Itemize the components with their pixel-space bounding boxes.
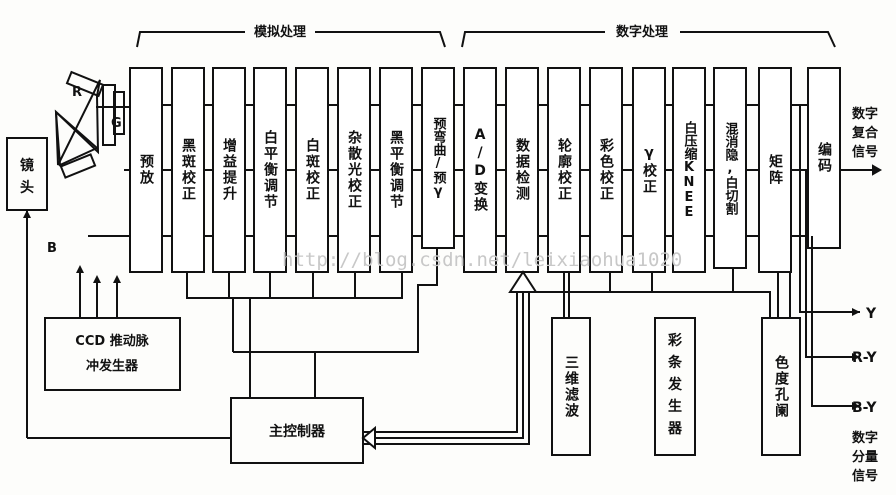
- ccd-driver-label-2: 冲发生器: [86, 358, 139, 374]
- block-data-detect-label: 数据检测: [514, 138, 530, 202]
- chroma-aperture-label: 色度孔阑: [773, 354, 789, 419]
- prism-r-label: R: [72, 85, 82, 100]
- block-pre-knee: [421, 67, 455, 249]
- 3d-filter-label: 三维滤波: [563, 354, 579, 419]
- block-black-balance: [379, 67, 413, 273]
- analog-bracket: 模拟处理: [136, 24, 446, 48]
- digital-bracket: 数字处理: [461, 24, 836, 48]
- chroma-aperture-box: [761, 317, 801, 456]
- block-color-correct-label: 彩色校正: [598, 138, 614, 202]
- output-ry-label: R-Y: [852, 350, 878, 366]
- analog-control-bus: [186, 248, 438, 398]
- prism-g-label: G: [111, 116, 122, 131]
- watermark: http://blog.csdn.net/leixiaohua1020: [282, 249, 682, 271]
- block-ad-label: A/D变换: [472, 127, 488, 213]
- ccd-driver-box: [44, 317, 181, 391]
- digital-section-label: 数字处理: [616, 24, 668, 40]
- block-gain-boost-label: 增益提升: [221, 138, 237, 202]
- block-black-shading-label: 黑斑校正: [180, 138, 196, 202]
- color-bar-generator-label: 彩条发生器: [667, 332, 683, 437]
- block-contour: [547, 67, 581, 273]
- processing-chain: [129, 67, 841, 273]
- block-matrix: [758, 67, 792, 273]
- block-encoder: [807, 67, 841, 249]
- block-gamma-label: γ校正: [641, 145, 657, 195]
- main-controller-box: [230, 397, 364, 464]
- block-pre-knee-label: 预弯曲/预γ: [430, 117, 446, 199]
- block-blanking: [713, 67, 747, 269]
- component-output-label: 数字分量信号: [852, 430, 878, 484]
- block-knee-label: 白压缩KNEE: [681, 120, 697, 220]
- analog-section-label: 模拟处理: [254, 24, 306, 40]
- block-white-balance-label: 白平衡调节: [262, 130, 278, 210]
- output-y-label: Y: [865, 306, 877, 322]
- block-blanking-label: 混消隐,白切割: [722, 121, 738, 215]
- block-white-shading: [295, 67, 329, 273]
- block-flare: [337, 67, 371, 273]
- block-white-balance: [253, 67, 287, 273]
- 3d-filter-box: [551, 317, 591, 456]
- digital-control-bus: [530, 268, 791, 318]
- block-black-balance-label: 黑平衡调节: [388, 130, 404, 210]
- composite-output-label: 数字复合信号: [851, 106, 879, 160]
- block-gamma: [632, 67, 666, 273]
- block-knee: [672, 67, 706, 273]
- prism-b-label: B: [47, 241, 57, 256]
- color-bar-generator-box: [654, 317, 696, 456]
- lens-box: [6, 137, 48, 211]
- block-preamp: [129, 67, 163, 273]
- ccd-driver-label-1: CCD 推动脉: [75, 333, 149, 349]
- block-contour-label: 轮廓校正: [556, 138, 572, 202]
- block-data-detect: [505, 67, 539, 273]
- control-lines: [26, 210, 231, 439]
- block-encoder-label: 编码: [816, 142, 832, 174]
- lens-label: 镜头: [20, 157, 34, 196]
- block-ad: [463, 67, 497, 273]
- prism-icon: [54, 70, 125, 179]
- block-preamp-label: 预放: [138, 154, 154, 186]
- block-black-shading: [171, 67, 205, 273]
- block-white-shading-label: 白斑校正: [304, 138, 320, 202]
- block-flare-label: 杂散光校正: [346, 130, 362, 210]
- output-by-label: B-Y: [852, 400, 877, 416]
- main-controller-label: 主控制器: [269, 423, 326, 440]
- block-color-correct: [589, 67, 623, 273]
- controller-digital-link: [363, 290, 530, 445]
- component-output-lines: [799, 105, 860, 407]
- block-matrix-label: 矩阵: [767, 154, 783, 186]
